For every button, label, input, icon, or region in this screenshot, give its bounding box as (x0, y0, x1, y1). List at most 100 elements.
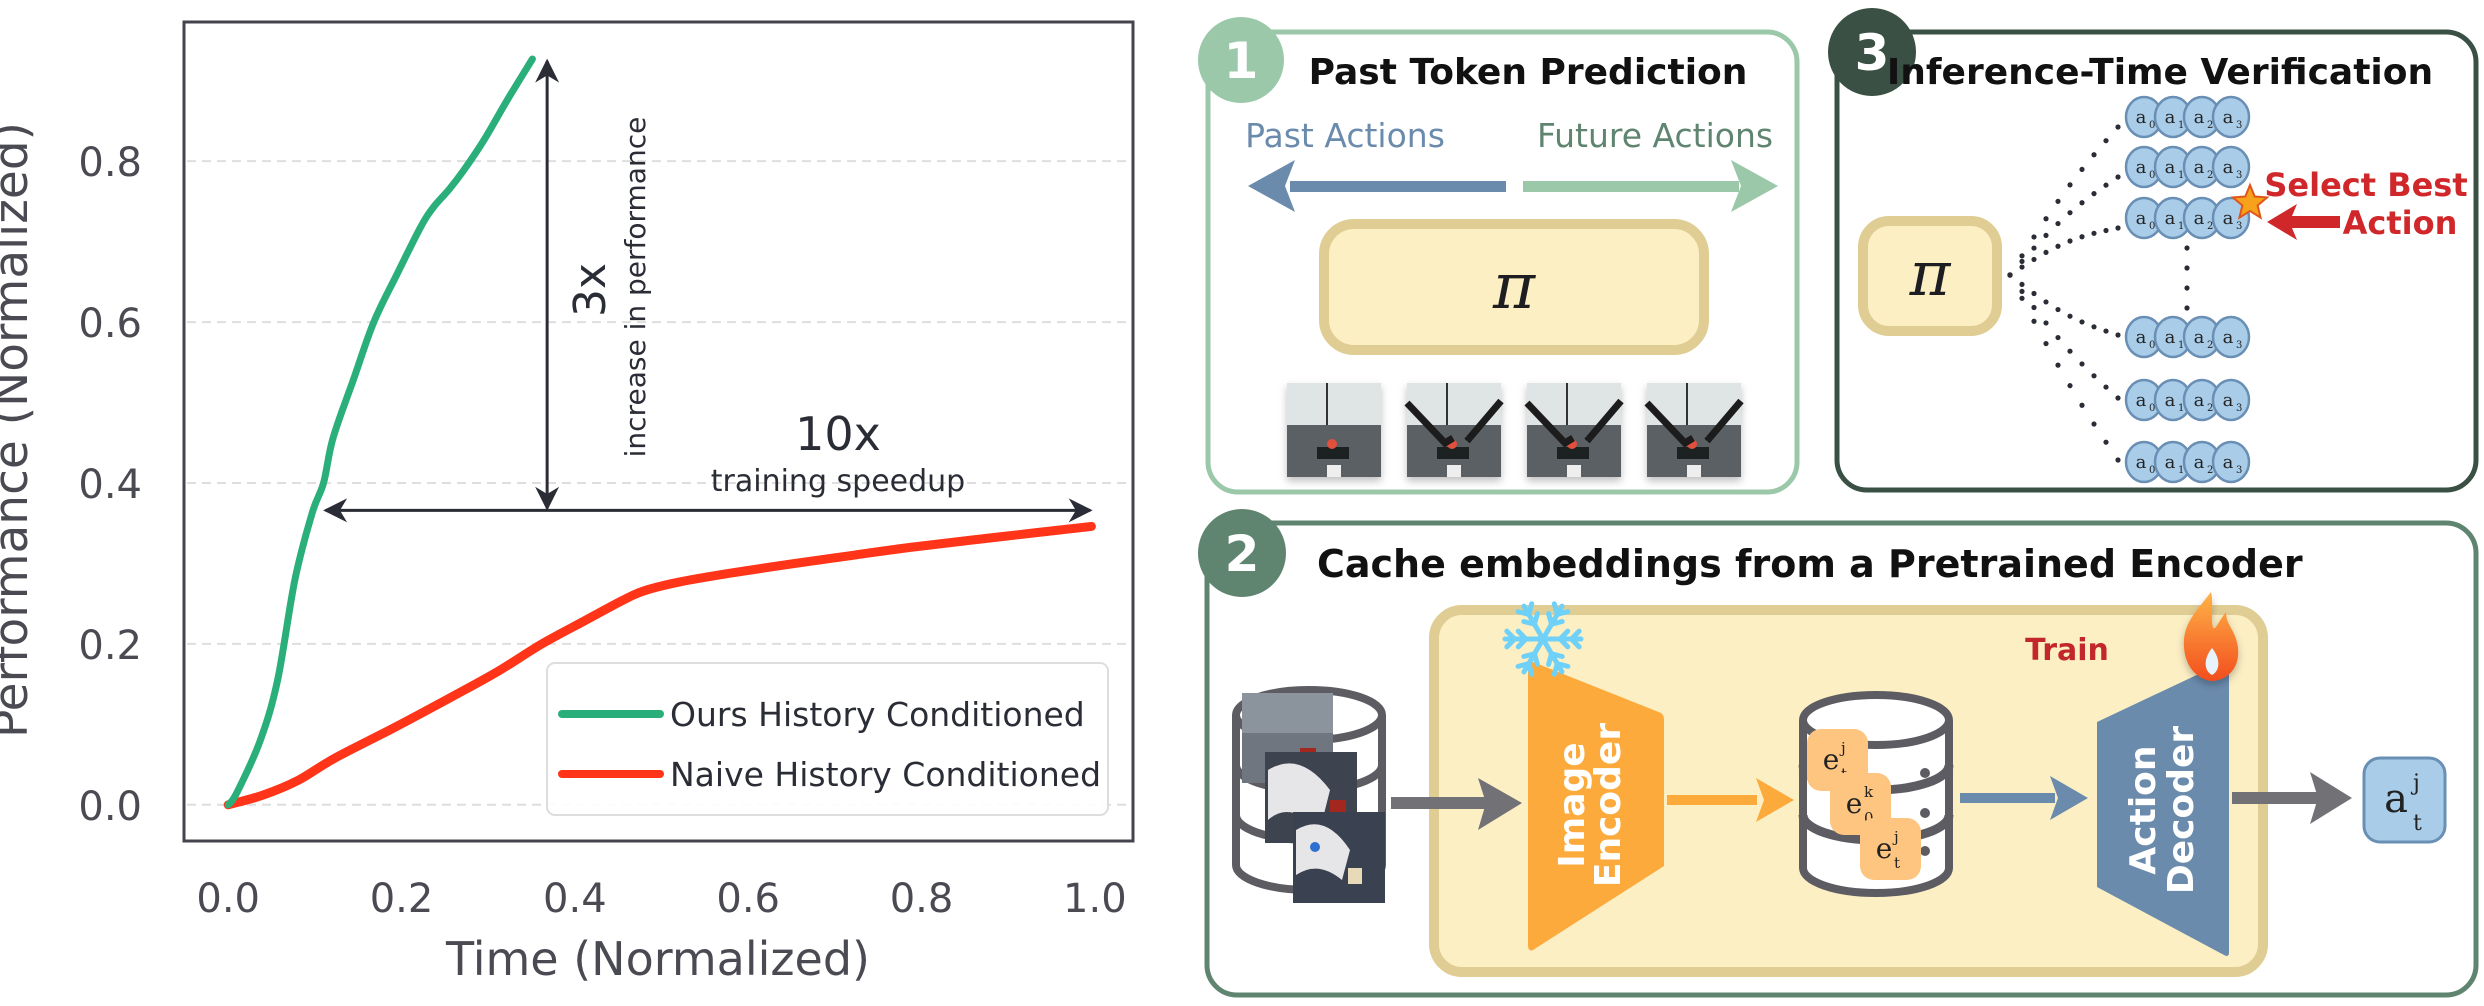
sampling-dot (2043, 216, 2049, 222)
annotation-increase-in-performance: increase in performance (619, 117, 652, 458)
sampling-dot (2067, 348, 2073, 354)
y-tick-labels: 0.00.20.40.60.8 (78, 140, 142, 830)
panel1-badge (1198, 17, 1284, 103)
future-actions-label: Future Actions (1537, 116, 1773, 155)
sampling-dot (2019, 264, 2025, 270)
sampling-dot (2067, 383, 2073, 389)
sampling-dot (2079, 166, 2085, 173)
image-encoder-line2: Encoder (1588, 723, 1629, 887)
token-base: a (2165, 157, 2176, 178)
embedding-sup: j (1892, 828, 1899, 846)
legend-label-ours: Ours History Conditioned (670, 695, 1085, 734)
sampling-dot (2091, 421, 2097, 427)
robot-frame-1 (1287, 383, 1381, 477)
sampling-dot (2079, 402, 2085, 408)
robot-frame-3 (1524, 383, 1624, 477)
policy-box-panel3 (1858, 216, 2002, 336)
robot-frame-4 (1644, 383, 1744, 477)
sampling-dot (2031, 234, 2037, 240)
token-base: a (2165, 452, 2176, 473)
sampling-dot (2031, 245, 2037, 251)
token-sub: 1 (2178, 170, 2184, 181)
policy-box-panel1 (1319, 219, 1709, 355)
token-sub: 3 (2236, 340, 2242, 351)
robot-frame-2 (1404, 383, 1504, 477)
token-base: a (2136, 157, 2147, 178)
token-sub: 2 (2207, 170, 2213, 181)
predicted-action-sub: t (2413, 811, 2422, 836)
sampling-dot (2103, 182, 2109, 188)
ellipsis-dot (2184, 245, 2190, 251)
y-tick-label: 0.4 (78, 462, 142, 508)
token-sub: 1 (2178, 403, 2184, 414)
sampling-dot (2079, 200, 2085, 206)
input-arrow (1391, 778, 1522, 830)
token-sub: 0 (2149, 340, 2155, 351)
y-tick-label: 0.2 (78, 623, 142, 669)
x-tick-label: 0.8 (890, 876, 954, 922)
token-sub: 3 (2236, 120, 2242, 131)
raw-frame-3 (1293, 812, 1385, 903)
token-sub: 0 (2149, 170, 2155, 181)
embedding-sup: j (1839, 739, 1846, 757)
sampling-dot (2055, 306, 2061, 313)
sampling-dot (2055, 198, 2061, 204)
policy-symbol-panel3: π (1909, 237, 1952, 310)
token-base: a (2136, 327, 2147, 348)
legend-label-naive: Naive History Conditioned (670, 755, 1101, 794)
token-sub: 2 (2207, 465, 2213, 476)
panel1-title: Past Token Prediction (1309, 52, 1748, 93)
sampling-dot (2115, 174, 2121, 180)
sampling-dot (2019, 258, 2025, 264)
fire-trainable-icon (2183, 592, 2239, 681)
sampling-dot (2019, 281, 2025, 288)
cache-output-arrow (1960, 776, 2088, 820)
embedding-sub: t (1894, 854, 1900, 872)
series-line-ours (224, 55, 536, 809)
token-sub: 2 (2207, 340, 2213, 351)
embedding-sub: 0 (1864, 809, 1874, 827)
sampling-dot (2007, 272, 2013, 278)
x-tick-label: 0.2 (370, 876, 434, 922)
sampling-dot (2091, 373, 2097, 379)
observation-frames (1287, 383, 1744, 477)
token-base: a (2165, 208, 2176, 229)
sampling-dot (2031, 304, 2037, 311)
future-arrow (1523, 160, 1778, 212)
axes-frame (182, 20, 1135, 843)
predicted-action-box (2362, 756, 2447, 844)
x-axis-label: Time (Normalized) (445, 932, 870, 986)
sampling-dot (2079, 319, 2085, 325)
sampling-dot (2091, 152, 2097, 158)
legend-box (546, 662, 1109, 816)
action-decoder-block (2097, 661, 2229, 956)
decoder-output-arrow (2232, 772, 2352, 824)
panel3-border (1834, 29, 2479, 493)
past-arrow (1248, 160, 1506, 212)
panel3-badge (1828, 8, 1916, 96)
sampling-dot (2091, 191, 2097, 197)
sampling-dot (2043, 249, 2049, 256)
image-encoder-line1: Image (1552, 742, 1593, 867)
token-base: a (2136, 107, 2147, 128)
sampling-dot (2103, 328, 2109, 334)
token-base: a (2223, 208, 2234, 229)
series-lines (223, 55, 1096, 810)
star-icon (2230, 182, 2270, 220)
token-sub: 0 (2149, 465, 2155, 476)
sampling-dot (2043, 232, 2049, 239)
